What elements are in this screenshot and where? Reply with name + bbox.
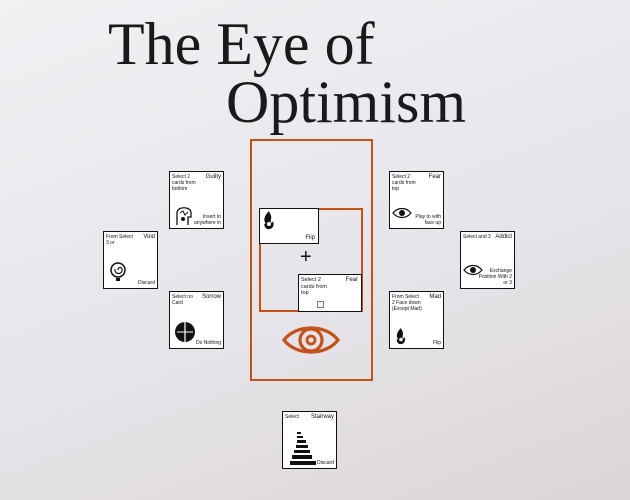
card-addict[interactable]: Select and 3 Addict Exchange Position Wi… — [460, 231, 515, 289]
spiral-icon — [110, 262, 126, 281]
card-sorrow[interactable]: Select no Card Sorrow Do Nothing — [169, 291, 224, 349]
board-card-bottom-name: Fear — [345, 277, 358, 283]
card-caption: Select 2 cards from bottom — [172, 174, 196, 192]
card-name: Mad — [429, 294, 441, 300]
card-action: Discard — [317, 460, 334, 466]
card-void[interactable]: From Select 3 or Void Discard — [103, 231, 158, 289]
card-action: Insert to anywhere in — [194, 214, 221, 226]
card-name: Addict — [495, 234, 512, 240]
eye-icon — [281, 326, 341, 354]
card-caption: Select — [285, 414, 299, 420]
board-card-bottom[interactable]: Select 2 cards from top Fear — [298, 274, 362, 312]
card-mad[interactable]: From Select 2 Face down (Except Mad) Mad… — [389, 291, 444, 349]
card-stairway[interactable]: Select Stairway Discard — [282, 411, 337, 469]
mask-icon — [175, 322, 195, 342]
head-icon — [176, 207, 192, 225]
card-caption: Select 2 cards from top — [392, 174, 416, 192]
card-action: Exchange Position With 2 or 3 — [478, 268, 512, 286]
card-action: Play to with face up — [415, 214, 441, 226]
card-action: Flip — [432, 340, 441, 346]
flame-icon — [264, 211, 274, 230]
card-action: Do Nothing — [195, 340, 221, 346]
title-line-1: The Eye of — [108, 11, 375, 77]
card-name: Fear — [428, 174, 441, 180]
card-name: Guilty — [205, 174, 221, 180]
card-name: Stairway — [310, 414, 334, 420]
play-board[interactable] — [250, 139, 373, 381]
card-action: Discard — [138, 280, 155, 286]
plus-icon: + — [300, 246, 312, 268]
eye-small-icon — [463, 264, 483, 276]
card-caption: Select and 3 — [463, 234, 491, 240]
board-card-top[interactable]: Flip — [259, 208, 319, 244]
card-fear[interactable]: Select 2 cards from top Fear Play to wit… — [389, 171, 444, 229]
card-guilty[interactable]: Select 2 cards from bottom Guilty Insert… — [169, 171, 224, 229]
board-card-top-action: Flip — [305, 235, 315, 241]
stairs-icon — [290, 432, 316, 465]
card-name: Sorrow — [201, 294, 221, 300]
card-ref-icon — [317, 301, 324, 308]
card-caption: From Select 2 Face down (Except Mad) — [392, 294, 422, 312]
flame-icon — [396, 328, 406, 345]
card-caption: Select no Card — [172, 294, 193, 306]
eye-small-icon — [392, 207, 412, 219]
card-caption: From Select 3 or — [106, 234, 133, 246]
title-line-2: Optimism — [226, 69, 467, 135]
card-name: Void — [143, 234, 155, 240]
board-card-bottom-caption: Select 2 cards from top — [301, 277, 327, 296]
